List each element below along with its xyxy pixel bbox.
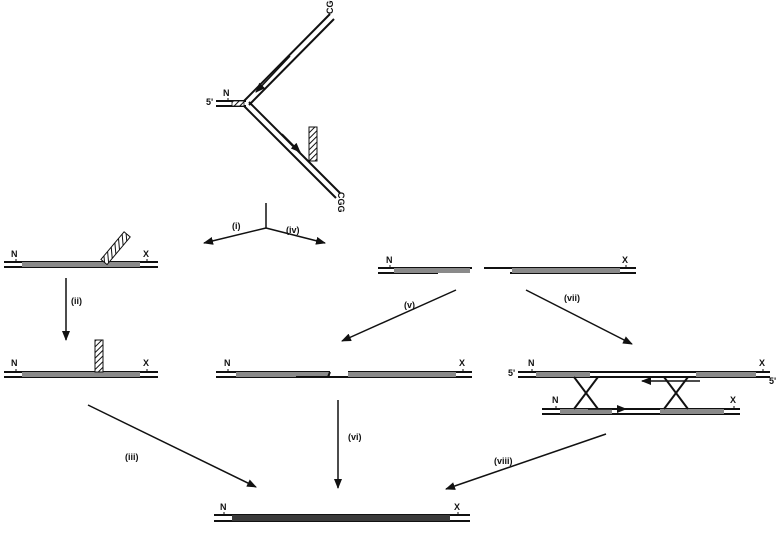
step-i-label: (i) [232,221,241,231]
hairpin-bottom-label: CGG [336,192,346,213]
template-v-structure [216,13,341,199]
step-ii-label: (ii) [71,296,82,306]
n-site-label: N [223,88,230,98]
n-site-label-vii-bottom: N [552,395,559,405]
final-product [214,512,470,522]
hairpin-top-label: CGG [325,0,335,14]
x-site-label-final: X [454,502,460,512]
five-prime-label-vii-left: 5' [508,368,515,378]
product-v [216,369,472,378]
x-site-label-ii: X [143,358,149,368]
step-iii-label: (iii) [125,452,139,462]
five-prime-label: 5' [206,97,213,107]
n-site-label-vii-top: N [528,358,535,368]
step-vi-label: (vi) [348,432,362,442]
five-prime-label-vii-right: 5' [769,376,776,386]
n-site-label-iv: N [386,255,393,265]
n-site-label-v: N [224,358,231,368]
step-iv-label: (iv) [286,225,300,235]
product-ii [4,339,158,378]
x-site-label-v: X [459,358,465,368]
product-vii [518,369,770,415]
x-site-label-iv: X [622,255,628,265]
product-i [4,231,158,268]
step-v-label: (v) [404,300,415,310]
x-site-label-vii-bottom: X [730,395,736,405]
product-iv [378,265,636,274]
step-viii-label: (viii) [494,456,513,466]
n-site-label-ii: N [11,358,18,368]
branch-i-iv [203,203,326,245]
x-site-label-i: X [143,249,149,259]
n-site-label-final: N [220,502,227,512]
n-site-label-i: N [11,249,18,259]
step-vii-label: (vii) [564,293,580,303]
x-site-label-vii-top: X [759,358,765,368]
